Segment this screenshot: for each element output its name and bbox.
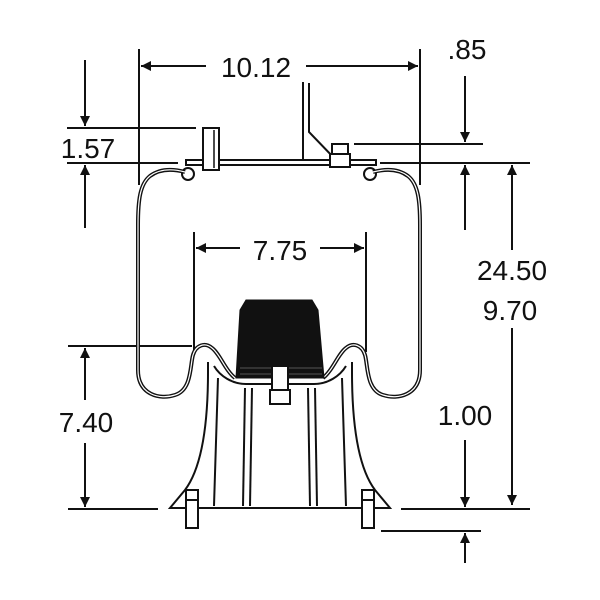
dim-top-offset: .85 — [354, 34, 530, 230]
bellows — [136, 167, 422, 399]
label-overall-height-min: 9.70 — [483, 295, 538, 326]
dim-stud-length: 1.00 — [381, 400, 530, 563]
dim-top-plate-height: 1.57 — [61, 60, 196, 228]
label-stud-length: 1.00 — [438, 400, 493, 431]
dim-piston-height: 7.40 — [59, 345, 192, 510]
top-bead-plate — [181, 82, 377, 181]
label-piston-height: 7.40 — [59, 407, 114, 438]
label-top-width: 10.12 — [221, 52, 291, 83]
label-top-offset: .85 — [448, 34, 487, 65]
label-overall-height-max: 24.50 — [477, 255, 547, 286]
dim-top-width: 10.12 — [138, 49, 421, 185]
label-piston-width: 7.75 — [253, 235, 308, 266]
dim-piston-width: 7.75 — [193, 232, 367, 352]
dim-overall-height: 24.50 9.70 — [477, 165, 547, 505]
label-top-plate-height: 1.57 — [61, 133, 116, 164]
piston — [167, 299, 393, 529]
